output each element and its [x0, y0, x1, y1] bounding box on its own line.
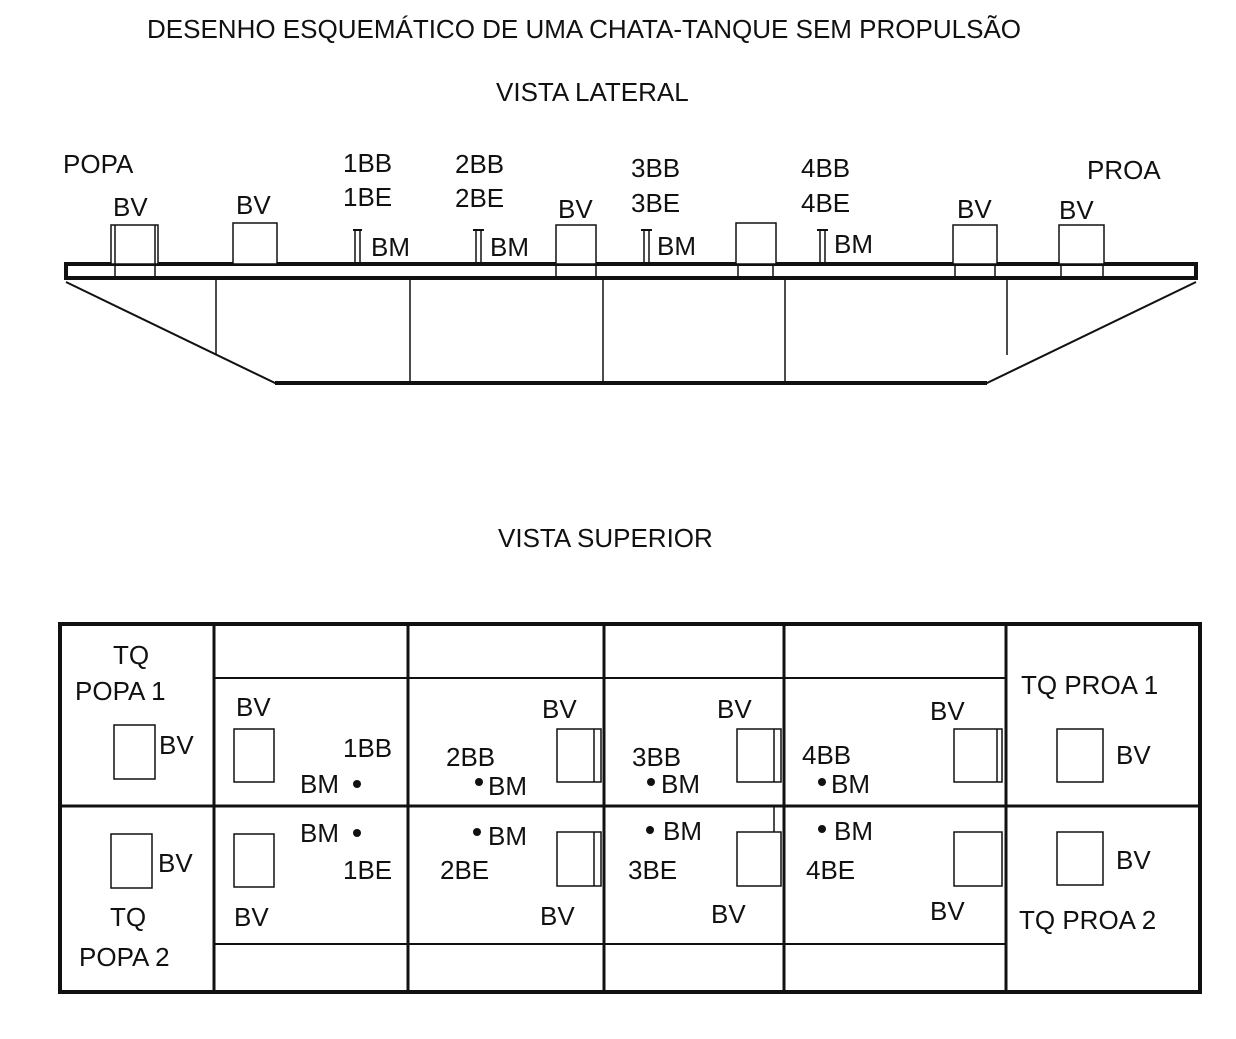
- side-vent-6: BV: [1058, 195, 1105, 276]
- side-tank-3be: 3BE: [631, 188, 680, 218]
- tank-4be-vent-label: BV: [930, 896, 965, 926]
- side-view-heading: VISTA LATERAL: [496, 77, 689, 107]
- side-tank-1bb: 1BB: [343, 148, 392, 178]
- side-tank-3bb: 3BB: [631, 153, 680, 183]
- side-tank-2bb: 2BB: [455, 149, 504, 179]
- side-vent-label: BV: [113, 192, 148, 222]
- side-vent-label: BV: [236, 190, 271, 220]
- side-manhole-label: BM: [371, 232, 410, 262]
- tank-2bb-vent-label: BV: [542, 694, 577, 724]
- top-view-heading: VISTA SUPERIOR: [498, 523, 713, 553]
- bow-tank-1-vent-label: BV: [1116, 740, 1151, 770]
- tank-4be-manhole-label: BM: [834, 816, 873, 846]
- stern-tank-2-line-1: TQ: [110, 902, 146, 932]
- side-vent-1: BV: [110, 192, 159, 276]
- tank-2be-manhole-label: BM: [488, 821, 527, 851]
- side-manhole-2: BM: [473, 229, 529, 264]
- tank-1bb-vent: [233, 728, 275, 783]
- side-manhole-label: BM: [834, 229, 873, 259]
- tank-2be-manhole-icon: [473, 828, 481, 836]
- tank-4be-manhole-icon: [818, 825, 826, 833]
- deck-line: [64, 262, 1198, 280]
- stern-tank-1-vent-label: BV: [159, 730, 194, 760]
- tank-1be-label: 1BE: [343, 855, 392, 885]
- side-vent-label: BV: [1059, 195, 1094, 225]
- stern-tank-1-vent: [113, 724, 156, 780]
- bow-tank-2-vent: [1056, 831, 1104, 886]
- hull-outline: [65, 281, 1197, 384]
- tank-1bb-label: 1BB: [343, 733, 392, 763]
- tank-1bb-manhole-icon: [353, 780, 361, 788]
- tank-3bb-label: 3BB: [632, 742, 681, 772]
- bow-tank-2-label: TQ PROA 2: [1019, 905, 1156, 935]
- bow-tank-1-vent: [1056, 728, 1104, 783]
- side-vent-label: BV: [558, 194, 593, 224]
- bow-tank-1-label: TQ PROA 1: [1021, 670, 1158, 700]
- side-vent-5: BV: [952, 194, 998, 276]
- stern-tank-1-line-2: POPA 1: [75, 676, 166, 706]
- side-manhole-label: BM: [490, 232, 529, 262]
- stern-tank-2-line-2: POPA 2: [79, 942, 170, 972]
- tank-2bb-manhole-icon: [475, 778, 483, 786]
- side-vent-2: BV: [232, 190, 278, 265]
- tank-3be-manhole-icon: [646, 826, 654, 834]
- stern-tank-1-line-1: TQ: [113, 640, 149, 670]
- top-view: VISTA SUPERIOR TQ POPA 1 BV BV TQ POPA 2…: [58, 523, 1202, 994]
- tank-3be-vent-label: BV: [711, 899, 746, 929]
- tank-2bb-label: 2BB: [446, 742, 495, 772]
- tank-1bb-vent-label: BV: [236, 692, 271, 722]
- tank-1be-vent: [233, 833, 275, 888]
- tank-1bb-manhole-label: BM: [300, 769, 339, 799]
- side-tank-4be: 4BE: [801, 188, 850, 218]
- bow-label: PROA: [1087, 155, 1161, 185]
- tank-2be-label: 2BE: [440, 855, 489, 885]
- tank-1be-manhole-icon: [353, 829, 361, 837]
- tank-3bb-vent-label: BV: [717, 694, 752, 724]
- tank-1be-vent-label: BV: [234, 902, 269, 932]
- tank-4be-label: 4BE: [806, 855, 855, 885]
- stern-label: POPA: [63, 149, 134, 179]
- top-view-outline: [58, 622, 1202, 994]
- side-tank-2be: 2BE: [455, 183, 504, 213]
- tank-2bb-manhole-label: BM: [488, 771, 527, 801]
- tank-4bb-vent: [953, 728, 1003, 783]
- tank-3bb-manhole-label: BM: [661, 769, 700, 799]
- tank-2be-vent-label: BV: [540, 901, 575, 931]
- side-manhole-1: BM: [353, 229, 410, 264]
- side-vent-4: [735, 222, 777, 276]
- tank-3be-vent: [736, 831, 782, 887]
- side-tank-4bb: 4BB: [801, 153, 850, 183]
- tank-3be-manhole-label: BM: [663, 816, 702, 846]
- tank-4bb-manhole-icon: [818, 778, 826, 786]
- tank-4bb-label: 4BB: [802, 740, 851, 770]
- tank-3bb-manhole-icon: [647, 778, 655, 786]
- tank-4bb-vent-label: BV: [930, 696, 965, 726]
- bow-tank-2-vent-label: BV: [1116, 845, 1151, 875]
- side-manhole-label: BM: [657, 231, 696, 261]
- side-manhole-3: BM: [641, 229, 696, 264]
- diagram-title: DESENHO ESQUEMÁTICO DE UMA CHATA-TANQUE …: [147, 14, 1021, 44]
- tank-4bb-manhole-label: BM: [831, 769, 870, 799]
- side-vent-label: BV: [957, 194, 992, 224]
- tank-3be-label: 3BE: [628, 855, 677, 885]
- side-tank-1be: 1BE: [343, 182, 392, 212]
- side-vent-3: BV: [555, 194, 597, 276]
- stern-tank-2-vent: [110, 833, 153, 889]
- stern-tank-2-vent-label: BV: [158, 848, 193, 878]
- side-view: VISTA LATERAL POPA PROA BV BV BV: [63, 77, 1198, 385]
- tank-1be-manhole-label: BM: [300, 818, 339, 848]
- tank-4be-vent: [953, 831, 1003, 887]
- side-manhole-4: BM: [817, 229, 873, 264]
